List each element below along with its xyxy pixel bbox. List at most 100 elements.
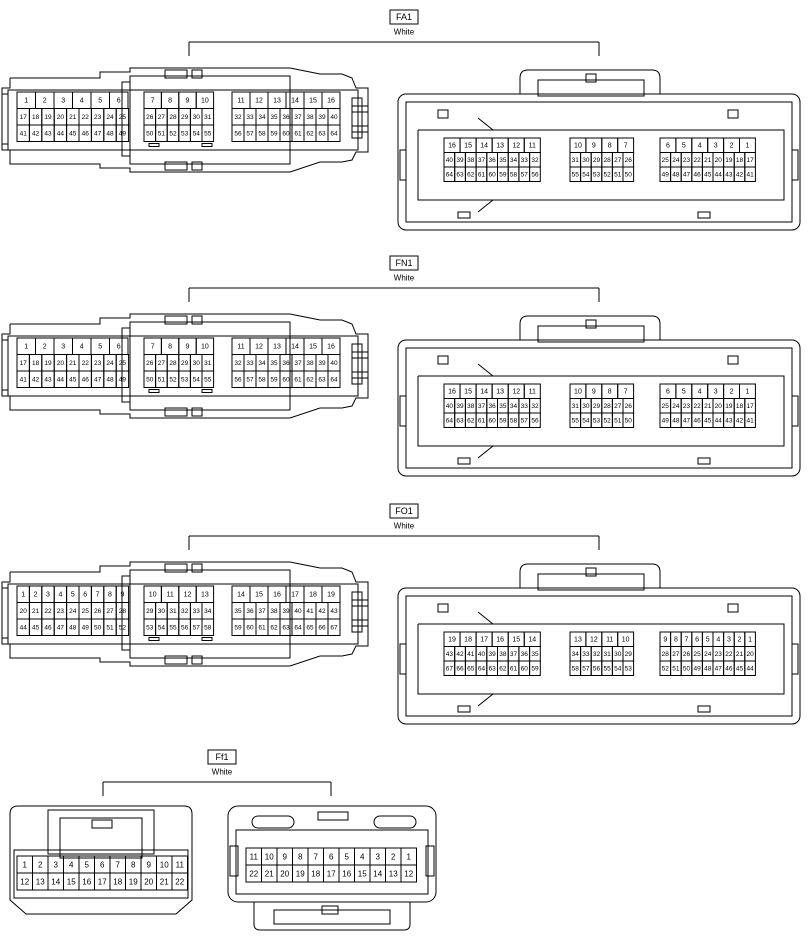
pin-number: 9 xyxy=(186,97,190,104)
pin-number: 15 xyxy=(309,97,317,104)
pin-number: 3 xyxy=(727,636,731,643)
pin-number: 39 xyxy=(282,608,290,615)
pin-number: 31 xyxy=(603,651,611,658)
pin-number: 45 xyxy=(69,130,77,137)
pin-number: 37 xyxy=(510,651,518,658)
pin-number: 55 xyxy=(572,171,580,178)
pin-number: 43 xyxy=(44,130,52,137)
pin-number: 59 xyxy=(499,417,507,424)
pin-number: 16 xyxy=(327,343,335,350)
pin-number: 15 xyxy=(255,591,263,598)
pin-number: 23 xyxy=(715,651,723,658)
guide-rib xyxy=(457,211,471,219)
lower-latch-window xyxy=(273,909,391,925)
housing-rib xyxy=(164,69,188,79)
pin-cell xyxy=(744,412,756,428)
connector-code-box xyxy=(207,749,237,765)
connector-color: White xyxy=(394,28,415,37)
pin-number: 59 xyxy=(234,624,242,631)
pin-number: 18 xyxy=(32,114,40,121)
pin-number: 51 xyxy=(158,376,166,383)
pin-number: 24 xyxy=(69,608,77,615)
pin-number: 19 xyxy=(725,157,733,164)
pin-number: 63 xyxy=(318,130,326,137)
pin-number: 52 xyxy=(169,376,177,383)
latch-window xyxy=(537,573,645,591)
guide-rib xyxy=(697,705,711,713)
pin-number: 47 xyxy=(94,130,102,137)
pin-number: 12 xyxy=(184,591,192,598)
connector-code-box xyxy=(389,503,419,519)
pin-number: 55 xyxy=(204,376,212,383)
pin-number: 56 xyxy=(531,171,539,178)
pin-number: 44 xyxy=(57,376,65,383)
pin-number: 52 xyxy=(169,130,177,137)
pin-number: 66 xyxy=(318,624,326,631)
pin-number: 49 xyxy=(82,624,90,631)
pin-number: 59 xyxy=(531,665,539,672)
pin-number: 34 xyxy=(258,114,266,121)
pin-number: 43 xyxy=(330,608,338,615)
pin-number: 64 xyxy=(330,130,338,137)
pin-number: 49 xyxy=(662,171,670,178)
pin-number: 1 xyxy=(748,636,752,643)
pin-number: 11 xyxy=(237,97,244,104)
pin-number: 1 xyxy=(24,343,28,350)
pin-number: 7 xyxy=(685,636,689,643)
connector-code-box xyxy=(389,9,419,25)
pin-number: 45 xyxy=(704,171,712,178)
pin-number: 27 xyxy=(158,114,166,121)
pin-number: 21 xyxy=(160,878,169,887)
housing-rib xyxy=(191,655,203,665)
pin-number: 48 xyxy=(106,376,114,383)
pin-number: 31 xyxy=(204,114,212,121)
pin-number: 50 xyxy=(94,624,102,631)
pin-number: 22 xyxy=(249,870,258,879)
pin-number: 51 xyxy=(672,665,680,672)
pin-number: 52 xyxy=(662,665,670,672)
connector-body-outline xyxy=(397,93,801,231)
pin-number: 22 xyxy=(693,403,701,410)
pin-number: 36 xyxy=(489,157,497,164)
pin-number: 30 xyxy=(582,403,590,410)
pin-cell xyxy=(400,864,417,883)
pin-cell xyxy=(622,166,635,182)
pin-number: 30 xyxy=(614,651,622,658)
side-tab xyxy=(399,395,407,427)
pin-number: 16 xyxy=(273,591,281,598)
side-tab xyxy=(425,845,435,877)
pin-number: 3 xyxy=(61,343,65,350)
pin-number: 37 xyxy=(294,360,302,367)
pin-number: 8 xyxy=(131,861,136,870)
pin-number: 1 xyxy=(745,142,749,149)
pin-number: 28 xyxy=(662,651,670,658)
pin-number: 9 xyxy=(592,388,596,395)
pin-number: 53 xyxy=(625,665,633,672)
housing-rib xyxy=(191,315,203,325)
pin-number: 16 xyxy=(448,142,456,149)
pin-number: 2 xyxy=(730,142,734,149)
pin-number: 25 xyxy=(662,403,670,410)
housing-rib xyxy=(164,315,188,325)
pin-number: 1 xyxy=(21,591,25,598)
pin-number: 60 xyxy=(489,417,497,424)
pin-number: 10 xyxy=(201,97,209,104)
pin-number: 46 xyxy=(44,624,52,631)
pin-number: 53 xyxy=(146,624,154,631)
pin-number: 23 xyxy=(57,608,65,615)
pin-number: 23 xyxy=(94,114,102,121)
pin-cell xyxy=(327,370,341,388)
pin-number: 25 xyxy=(662,157,670,164)
pin-number: 59 xyxy=(499,171,507,178)
pin-number: 6 xyxy=(117,343,121,350)
pin-number: 22 xyxy=(725,651,733,658)
pin-number: 15 xyxy=(67,878,76,887)
pin-number: 7 xyxy=(96,591,100,598)
pin-number: 25 xyxy=(693,651,701,658)
key-slot xyxy=(201,143,213,147)
pin-number: 28 xyxy=(603,157,611,164)
